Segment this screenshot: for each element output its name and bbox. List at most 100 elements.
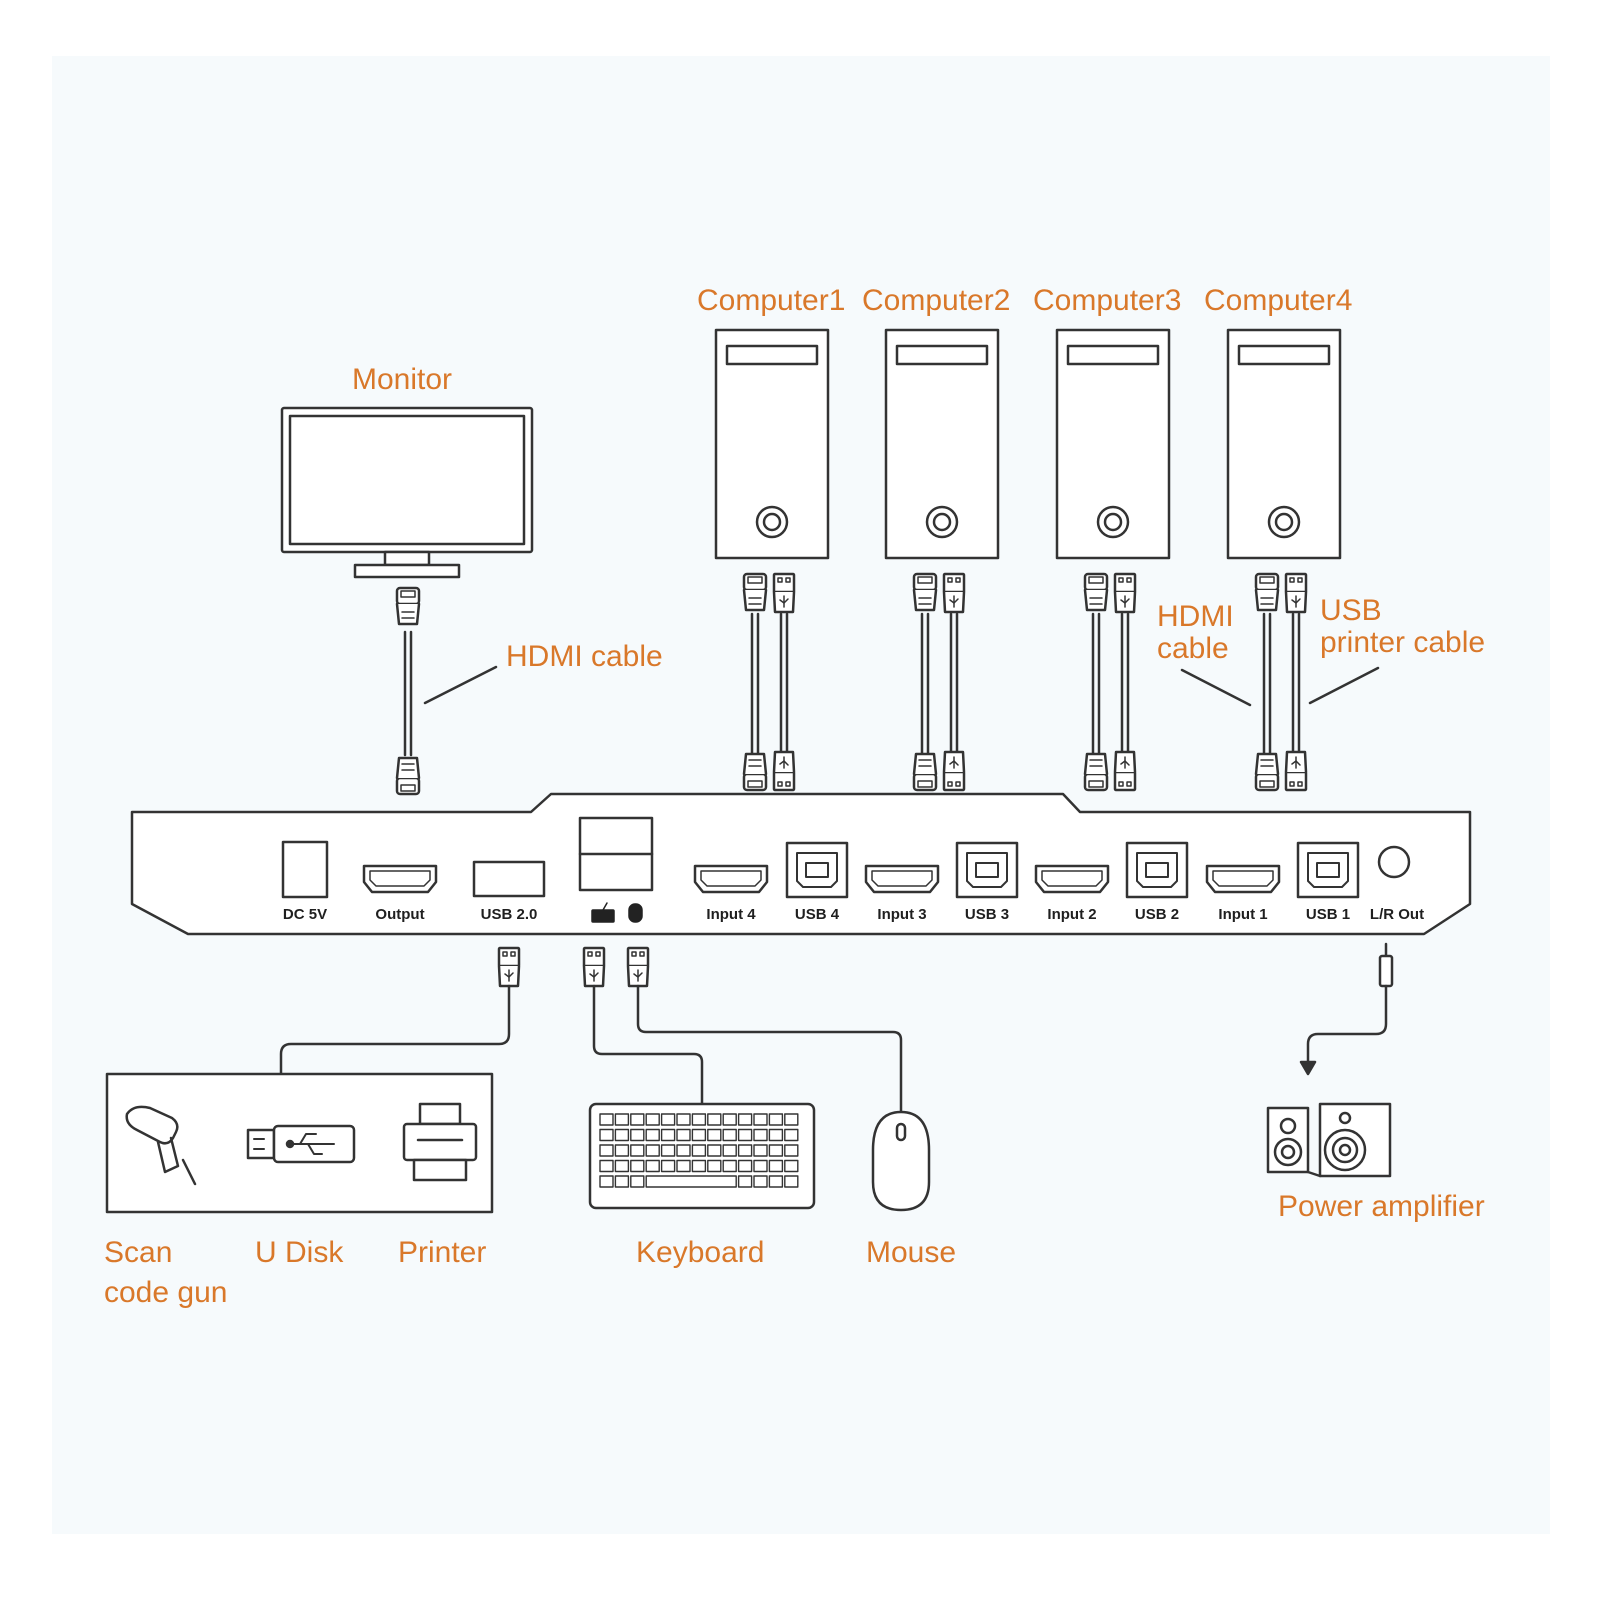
keyboard-key (645, 1159, 660, 1173)
keyboard-key (737, 1175, 753, 1188)
keyboard-key (722, 1144, 737, 1157)
hdmi-cable-right-label-line1: HDMI (1157, 600, 1234, 633)
u-disk-label: U Disk (255, 1236, 344, 1269)
output-port-label: Output (375, 906, 425, 923)
lr-out-port (1377, 845, 1411, 879)
keyboard-key (784, 1175, 799, 1188)
computer4-icon (1226, 328, 1342, 560)
kvm-switch (130, 792, 1472, 936)
usb4-port (785, 841, 849, 899)
usb20-port-label: USB 2.0 (480, 906, 538, 923)
dc5v-port (281, 840, 329, 899)
keyboard-key (599, 1159, 614, 1173)
computer2-icon (884, 328, 1000, 560)
keyboard-device-icon (588, 1102, 816, 1210)
keyboard-key (707, 1128, 722, 1142)
mouse-device-icon (871, 1110, 931, 1212)
keyboard-key (630, 1144, 645, 1157)
usb1-port (1296, 841, 1360, 899)
computer3-label: Computer3 (1033, 284, 1182, 317)
keyboard-key (768, 1159, 784, 1173)
keyboard-key (768, 1144, 784, 1157)
computer4-cables (1254, 572, 1308, 792)
usb20-port (472, 860, 546, 898)
keyboard-key (753, 1113, 768, 1126)
usb-drive-icon (246, 1124, 356, 1164)
usb-printer-cable-leader (1308, 666, 1380, 705)
input3-port-label: Input 3 (877, 906, 927, 923)
scan-code-gun-label-line2: code gun (104, 1276, 228, 1309)
input1-port-label: Input 1 (1218, 906, 1268, 923)
dc5v-port-label: DC 5V (282, 906, 328, 923)
keyboard-key (630, 1128, 645, 1142)
keyboard-key (599, 1113, 614, 1126)
input2-port (1034, 864, 1110, 894)
keyboard-key (614, 1175, 630, 1188)
keyboard-key (784, 1113, 799, 1126)
keyboard-key (630, 1113, 645, 1126)
keyboard-key (768, 1175, 784, 1188)
keyboard-spacebar (645, 1175, 737, 1188)
output-port (362, 864, 438, 894)
computer1-cables (742, 572, 796, 792)
keyboard-key (691, 1159, 707, 1173)
monitor-label: Monitor (352, 363, 453, 396)
keyboard-key (722, 1159, 737, 1173)
keyboard-key (784, 1128, 799, 1142)
hdmi-cable-leader (423, 665, 498, 705)
computer3-cables (1083, 572, 1137, 792)
usb1-port-label: USB 1 (1305, 906, 1351, 923)
computer2-cables (912, 572, 966, 792)
audio-cable (1299, 942, 1394, 1076)
keyboard-key (737, 1113, 753, 1126)
keyboard-key (660, 1159, 676, 1173)
computer1-label: Computer1 (697, 284, 846, 317)
keyboard-key (645, 1144, 660, 1157)
keyboard-key (599, 1175, 614, 1188)
keyboard-key (645, 1128, 660, 1142)
input4-port-label: Input 4 (706, 906, 756, 923)
keyboard-key (630, 1175, 645, 1188)
keyboard-key (660, 1144, 676, 1157)
keyboard-key (691, 1128, 707, 1142)
keyboard-key (753, 1159, 768, 1173)
computer3-icon (1055, 328, 1171, 560)
keyboard-key (784, 1144, 799, 1157)
keyboard-key (707, 1144, 722, 1157)
usb-printer-cable-label-line1: USB (1320, 594, 1382, 627)
keyboard-key (630, 1159, 645, 1173)
usb3-port (955, 841, 1019, 899)
keyboard-key (676, 1144, 691, 1157)
usb-printer-cable-label-line2: printer cable (1320, 626, 1486, 659)
keyboard-key (784, 1159, 799, 1173)
mouse-icon (628, 903, 643, 923)
mouse-cable (626, 946, 903, 1114)
keyboard-key (599, 1144, 614, 1157)
keyboard-key (676, 1159, 691, 1173)
mouse-label: Mouse (866, 1236, 957, 1269)
keyboard-cable (582, 946, 704, 1106)
keyboard-key (660, 1128, 676, 1142)
usb4-port-label: USB 4 (794, 906, 840, 923)
hdmi-cable-right-label-line2: cable (1157, 632, 1229, 665)
keyboard-key (614, 1128, 630, 1142)
monitor-icon (280, 406, 534, 579)
keyboard-label: Keyboard (636, 1236, 765, 1269)
usb2-port-label: USB 2 (1134, 906, 1180, 923)
hdmi-cable-label: HDMI cable (506, 640, 663, 673)
keyboard-key (614, 1113, 630, 1126)
speaker-icon (1266, 1102, 1392, 1178)
keyboard-key (676, 1128, 691, 1142)
keyboard-key (753, 1175, 768, 1188)
keyboard-key (737, 1144, 753, 1157)
usb20-cable (279, 946, 521, 1076)
keyboard-key (691, 1113, 707, 1126)
input4-port (693, 864, 769, 894)
barcode-scanner-icon (125, 1105, 197, 1186)
computer2-label: Computer2 (862, 284, 1011, 317)
lr-out-port-label: L/R Out (1369, 906, 1425, 923)
keyboard-key (691, 1144, 707, 1157)
keyboard-key (722, 1113, 737, 1126)
